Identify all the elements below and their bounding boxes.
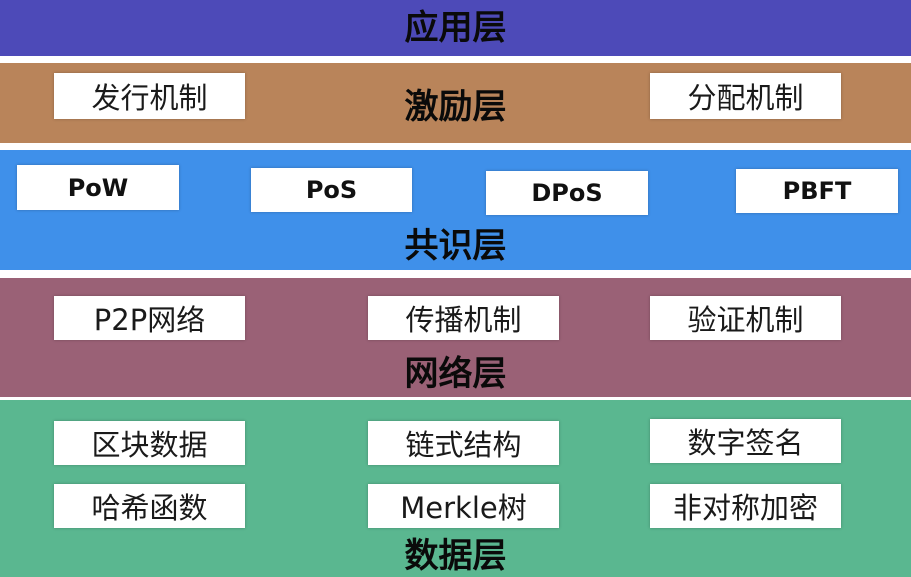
application-layer: 应用层 (0, 0, 911, 56)
p2p-network-box: P2P网络 (54, 296, 245, 340)
issuance-mechanism-box: 发行机制 (54, 73, 245, 119)
verification-mechanism-box: 验证机制 (650, 296, 841, 340)
network-layer: P2P网络 传播机制 验证机制 网络层 (0, 278, 911, 397)
chain-structure-box: 链式结构 (368, 421, 559, 465)
pbft-box: PBFT (736, 169, 898, 213)
pos-box: PoS (251, 168, 412, 212)
consensus-layer: PoW PoS DPoS PBFT 共识层 (0, 150, 911, 270)
data-layer: 区块数据 链式结构 数字签名 哈希函数 Merkle树 非对称加密 数据层 (0, 400, 911, 577)
digital-signature-box: 数字签名 (650, 419, 841, 463)
pow-box: PoW (17, 165, 179, 210)
distribution-mechanism-box: 分配机制 (650, 73, 841, 119)
incentive-layer-title: 激励层 (404, 87, 507, 127)
incentive-layer: 发行机制 分配机制 激励层 (0, 63, 911, 143)
data-layer-title: 数据层 (404, 536, 507, 576)
merkle-tree-box: Merkle树 (368, 484, 559, 528)
propagation-mechanism-box: 传播机制 (368, 296, 559, 340)
block-data-box: 区块数据 (54, 421, 245, 465)
asymmetric-encryption-box: 非对称加密 (650, 484, 841, 528)
dpos-box: DPoS (486, 171, 648, 215)
hash-function-box: 哈希函数 (54, 484, 245, 528)
network-layer-title: 网络层 (404, 354, 507, 394)
consensus-layer-title: 共识层 (404, 226, 507, 266)
application-layer-title: 应用层 (404, 8, 507, 48)
